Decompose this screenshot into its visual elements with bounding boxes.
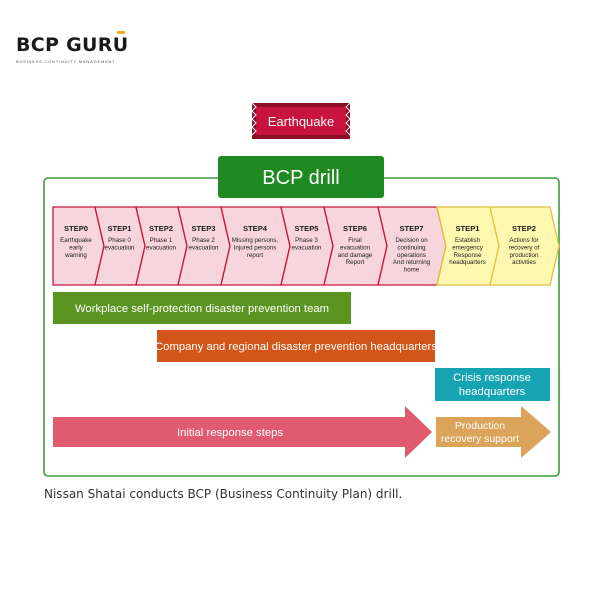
- initial-response-arrow: Initial response steps: [53, 406, 432, 458]
- step-number: STEP7: [399, 224, 423, 233]
- step-description-line: Injured persons: [234, 244, 277, 251]
- step-number: STEP4: [243, 224, 268, 233]
- step-description-line: Earthquake: [60, 237, 92, 244]
- step-description-line: Establish: [455, 237, 481, 244]
- step-description-line: recovery of: [509, 244, 540, 251]
- earthquake-tag: Earthquake: [251, 102, 351, 139]
- step-description-line: continuing: [397, 244, 426, 251]
- company-hq-bar: Company and regional disaster prevention…: [155, 330, 437, 362]
- step-description-line: Final: [348, 237, 361, 244]
- step-description-line: Report: [346, 259, 365, 266]
- production-recovery-label-line1: Production: [455, 420, 505, 432]
- step-description-line: evacuation: [340, 244, 370, 251]
- bcp-drill-title-box: BCP drill: [218, 156, 384, 198]
- step-description-line: operations: [397, 252, 426, 259]
- step-number: STEP5: [294, 224, 319, 233]
- step-description-line: Phase 0: [108, 237, 131, 244]
- bcp-drill-title: BCP drill: [262, 167, 339, 189]
- step-number: STEP1: [455, 224, 480, 233]
- step-description-line: Actions for: [509, 237, 538, 244]
- step-description-line: Missing persons,: [232, 237, 279, 244]
- step-description-line: evacuation: [105, 244, 135, 251]
- step-description-line: evacuation: [189, 244, 219, 251]
- step-description-line: headquarters: [449, 259, 485, 266]
- company-hq-label: Company and regional disaster prevention…: [155, 341, 437, 353]
- step-description-line: Decision on: [395, 237, 428, 244]
- step-description-line: Phase 3: [295, 237, 318, 244]
- step-description-line: and damage: [338, 252, 373, 259]
- brand-logo: BCP GURU BUSINESS CONTINUITY MANAGEMENT: [16, 31, 129, 64]
- step-number: STEP2: [149, 224, 173, 233]
- production-recovery-arrow: Production recovery support: [436, 406, 551, 458]
- step-description-line: emergency: [452, 244, 484, 251]
- step-number: STEP1: [107, 224, 132, 233]
- crisis-hq-bar: Crisis response headquarters: [435, 368, 550, 401]
- brand-name: BCP GURU: [16, 34, 129, 56]
- image-caption: Nissan Shatai conducts BCP (Business Con…: [44, 487, 403, 501]
- step-description-line: Phase 1: [150, 237, 173, 244]
- step-description-line: warning: [64, 252, 87, 259]
- step-number: STEP6: [343, 224, 367, 233]
- step-description-line: activities: [512, 259, 536, 266]
- crisis-hq-label-line1: Crisis response: [453, 372, 531, 384]
- step-number: STEP2: [512, 224, 536, 233]
- step-description-line: Response: [454, 252, 482, 259]
- step-description-line: home: [404, 267, 420, 274]
- crisis-hq-label-line2: headquarters: [459, 386, 526, 398]
- step-description-line: production: [510, 252, 539, 259]
- step-description-line: evacuation: [292, 244, 322, 251]
- step-number: STEP0: [64, 224, 88, 233]
- step-description-line: report: [247, 252, 263, 259]
- step-number: STEP3: [191, 224, 215, 233]
- initial-response-label: Initial response steps: [177, 427, 283, 439]
- workplace-team-bar: Workplace self-protection disaster preve…: [53, 292, 351, 324]
- recovery-step1-chevron: STEP1EstablishemergencyResponseheadquart…: [436, 206, 500, 286]
- brand-tagline: BUSINESS CONTINUITY MANAGEMENT: [16, 59, 116, 64]
- workplace-team-label: Workplace self-protection disaster preve…: [75, 303, 329, 315]
- step-description-line: And returning: [393, 259, 431, 266]
- earthquake-label: Earthquake: [268, 114, 335, 129]
- brand-mark: [117, 31, 126, 34]
- step-description-line: early: [69, 244, 83, 251]
- step-description-line: Phase 2: [192, 237, 215, 244]
- production-recovery-label-line2: recovery support: [441, 433, 519, 445]
- chevron-shape: [489, 206, 560, 286]
- step-description-line: evacuation: [146, 244, 176, 251]
